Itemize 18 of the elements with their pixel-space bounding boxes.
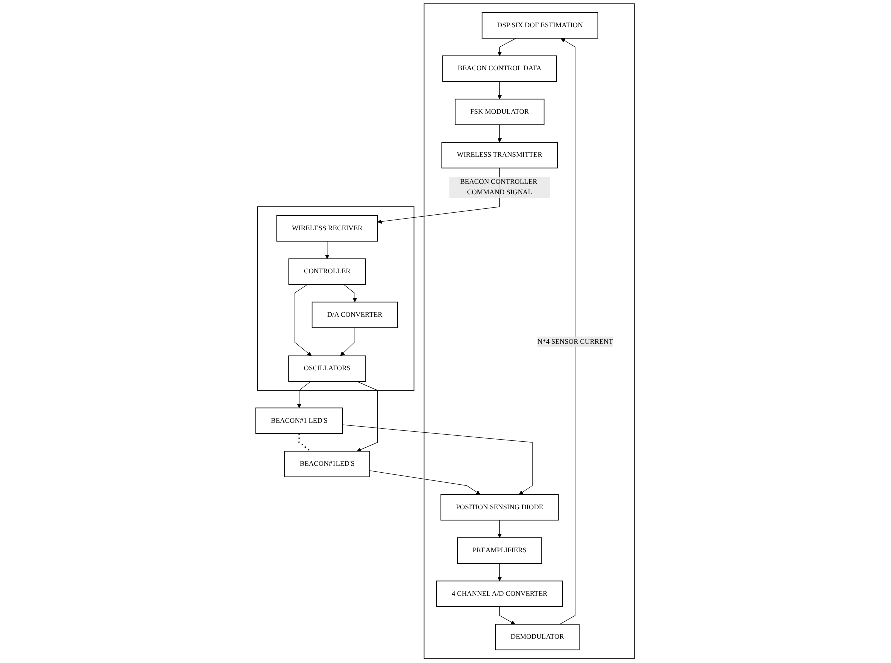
arrow [498,124,502,143]
arrow [294,284,312,356]
connector [298,434,312,452]
arrow [498,520,502,538]
arrow [342,424,534,495]
cluster [424,4,636,660]
arrow [370,470,481,495]
arrow [344,284,358,303]
arrow [498,82,502,100]
arrow [340,328,356,356]
arrow [325,241,330,260]
arrow [498,38,517,56]
arrow [560,38,576,625]
arrow [297,382,312,408]
arrow [498,563,502,582]
arrow [500,606,516,625]
cluster [258,206,415,391]
arrow [357,382,378,452]
